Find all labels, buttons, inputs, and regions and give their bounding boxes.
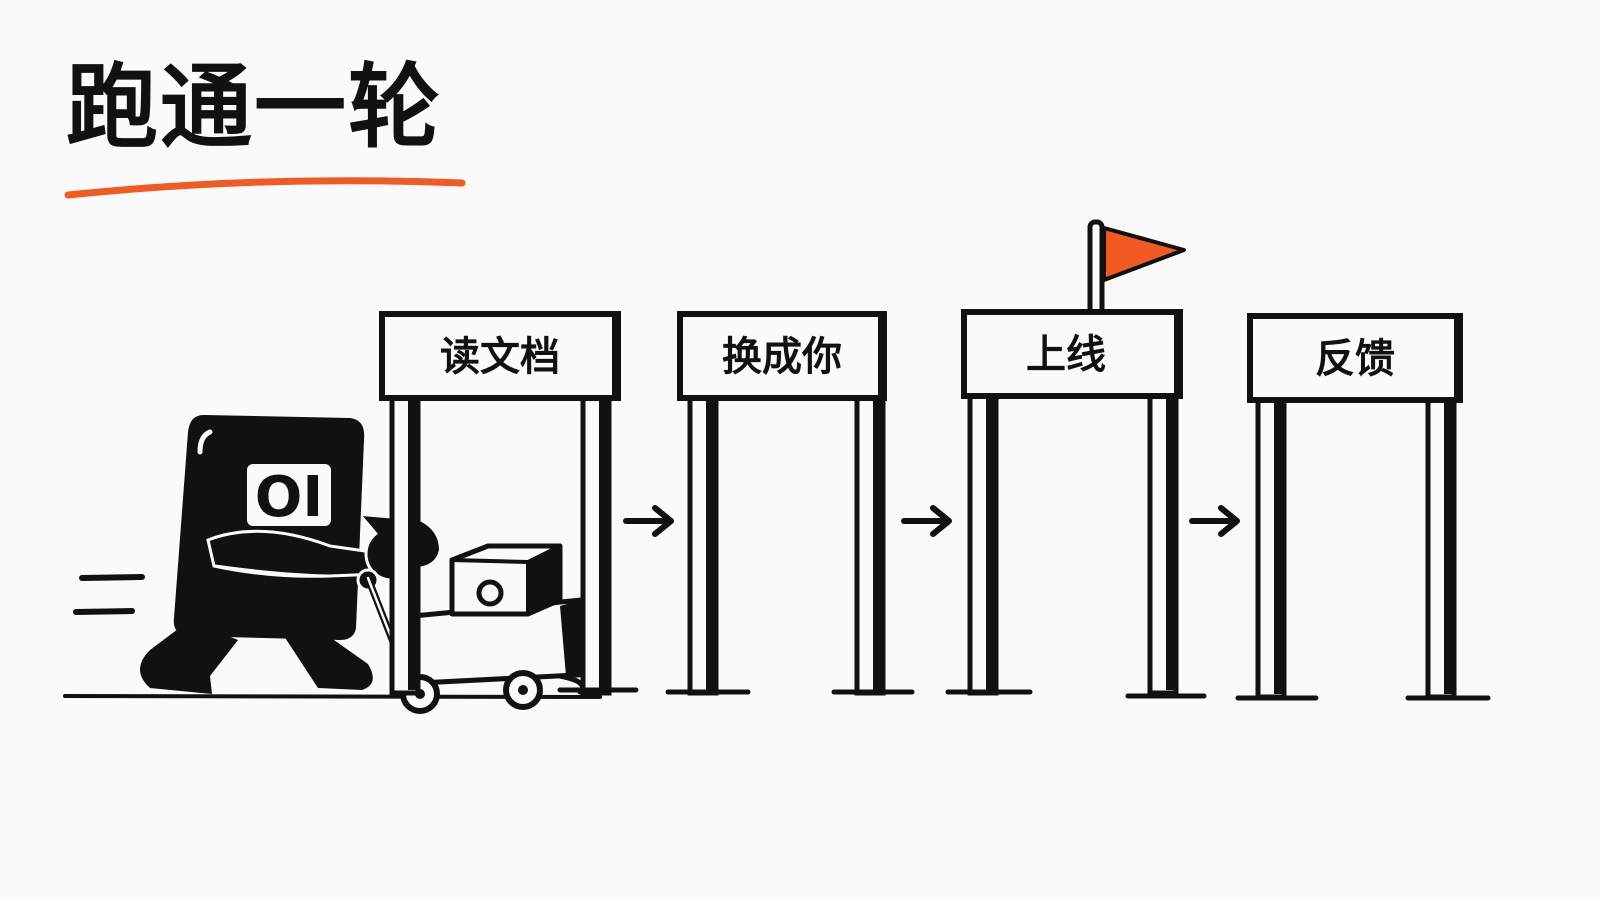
gate-label: 换成你 (722, 334, 842, 380)
gate-sign (677, 311, 887, 401)
page-title: 跑通一轮 (66, 54, 443, 161)
cargo-box-icon (476, 579, 504, 607)
speed-lines (73, 574, 145, 615)
title-underline (64, 177, 466, 199)
gate-label: 读文档 (440, 334, 560, 380)
gate-2: 换成你 (665, 311, 915, 696)
arrow-1 (623, 505, 674, 537)
gate-4: 反馈 (1235, 313, 1491, 701)
arrow-3 (1189, 505, 1240, 537)
gate-post (389, 392, 639, 696)
gate-post (665, 392, 915, 696)
cart-wheel-right (503, 670, 543, 710)
gate-label: 反馈 (1315, 336, 1395, 382)
gate-post (1235, 392, 1491, 701)
arrow-2 (901, 505, 952, 537)
flag (1087, 219, 1186, 321)
cargo-box (449, 543, 563, 617)
mascot-leg-back (140, 620, 238, 694)
gate-1: 读文档 (379, 311, 639, 696)
mascot-badge (247, 464, 331, 526)
mascot-badge-text: OI (255, 465, 323, 530)
gate-post (945, 392, 1207, 699)
gate-label: 上线 (1026, 332, 1106, 378)
gate-3: 上线 (945, 219, 1207, 699)
